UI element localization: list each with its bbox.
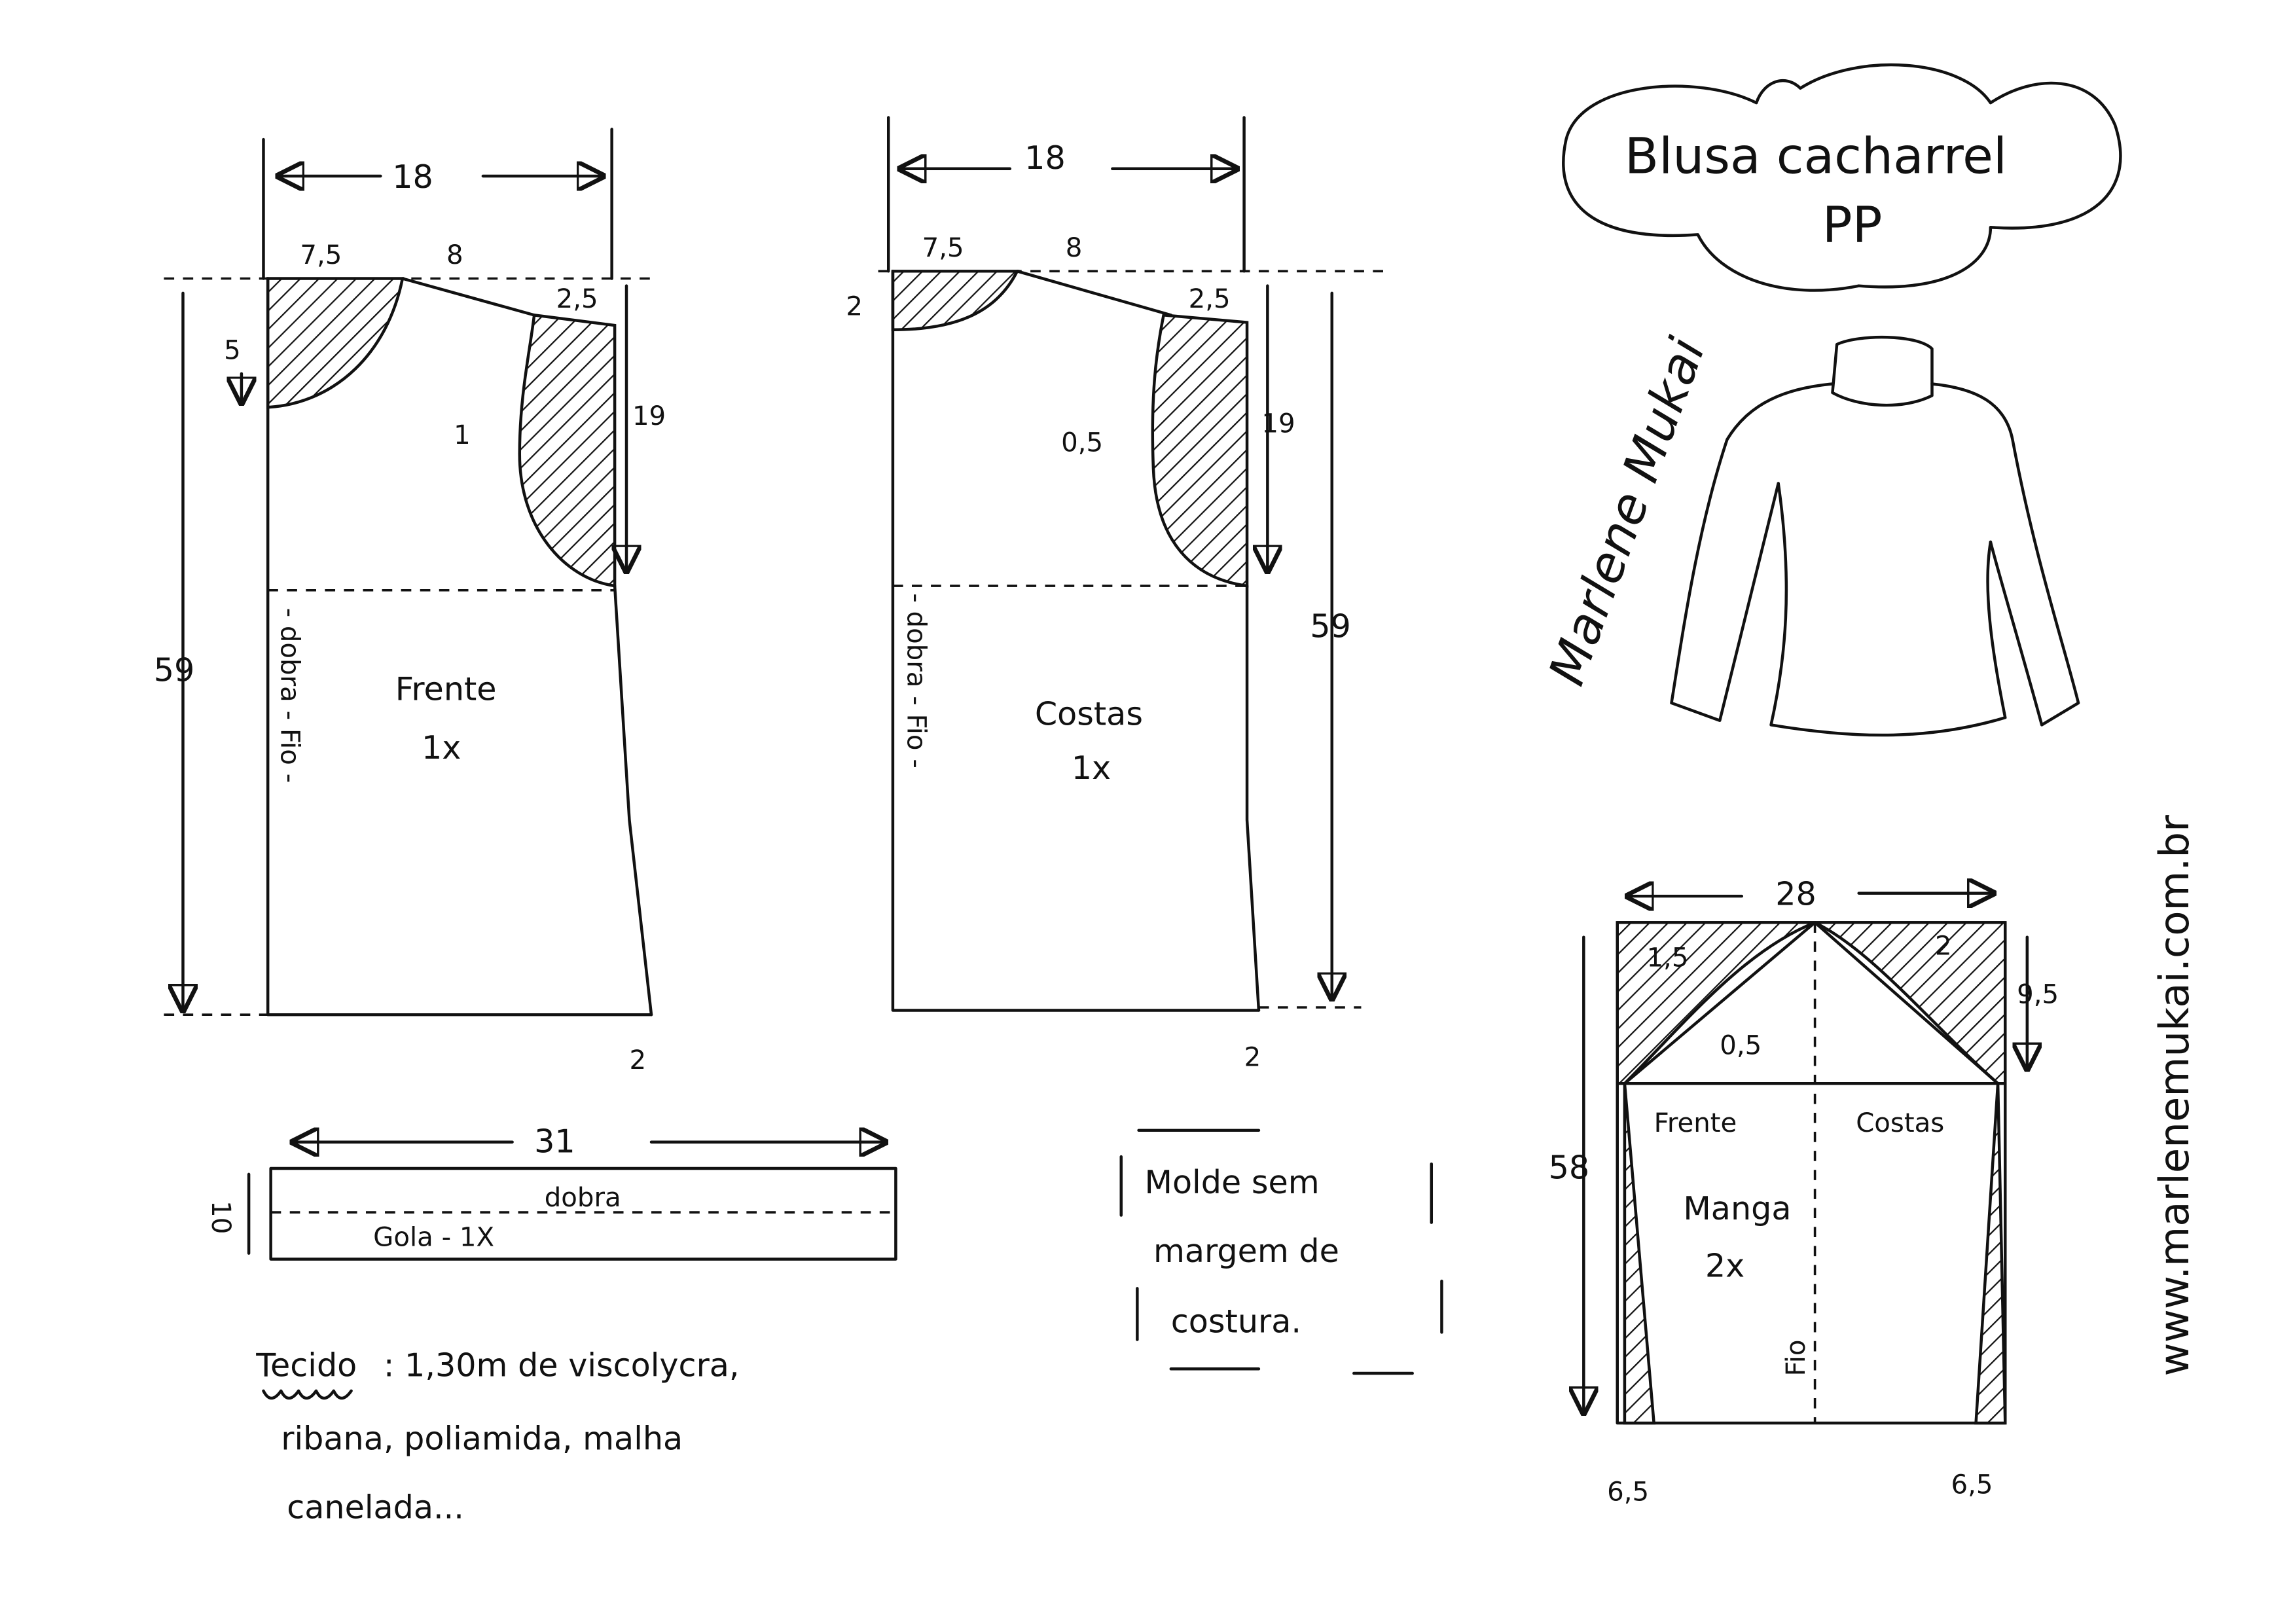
- sweater-illustration-icon: [1670, 335, 2080, 737]
- sleeve-label: Manga: [1683, 1189, 1791, 1227]
- front-neck-width: 7,5: [300, 240, 342, 270]
- front-shoulder-drop: 2,5: [556, 284, 598, 314]
- back-neck-width: 7,5: [922, 233, 964, 263]
- sleeve-front-curve-in: 0,5: [1720, 1031, 1762, 1061]
- back-neckline: [891, 270, 1020, 331]
- back-length: 59: [1310, 607, 1351, 645]
- back-hem-offset: 2: [1244, 1042, 1261, 1072]
- collar-height: 10: [206, 1200, 236, 1234]
- fabric-requirements: Tecido : 1,30m de viscolycra, ribana, po…: [255, 1346, 739, 1526]
- front-neckline: [266, 277, 405, 409]
- title-cloud: Blusa cacharrel PP: [1562, 63, 2122, 292]
- front-shoulder: 8: [446, 240, 463, 270]
- front-width-label: 18: [392, 158, 433, 196]
- front-armhole-depth: 19: [632, 401, 666, 431]
- back-armhole-depth: 19: [1261, 408, 1295, 439]
- back-fold-grain-label: - dobra - Fio -: [901, 593, 931, 768]
- sleeve-hem-left: 6,5: [1607, 1477, 1649, 1507]
- sleeve-cap-height: 9,5: [2017, 979, 2059, 1009]
- note-line-1: Molde sem: [1145, 1163, 1320, 1201]
- sleeve-grain-label: Fio: [1781, 1339, 1811, 1376]
- fabric-line-2: ribana, poliamida, malha: [281, 1419, 683, 1457]
- sleeve-width: 28: [1775, 875, 1816, 912]
- front-label: Frente: [395, 670, 497, 708]
- seam-allowance-note: Molde sem margem de costura.: [1119, 1128, 1443, 1375]
- sleeve-front-curve: 1,5: [1646, 943, 1688, 973]
- sleeve-taper-right: [1974, 1083, 2007, 1425]
- sleeve-length: 58: [1549, 1149, 1590, 1187]
- back-shoulder-drop: 2,5: [1189, 284, 1231, 314]
- back-width-label: 18: [1024, 139, 1066, 177]
- back-count: 1x: [1072, 749, 1111, 787]
- sleeve-back-curve: 2: [1935, 931, 1952, 962]
- collar-fold-label: dobra: [545, 1183, 621, 1213]
- note-line-2: margem de: [1153, 1232, 1339, 1270]
- front-pattern-piece: 18 7,5 8 2,5 5 1 19 59 2 - dobra - Fio -…: [154, 128, 666, 1075]
- title-line-2: PP: [1822, 196, 1883, 254]
- sleeve-back-label: Costas: [1856, 1108, 1944, 1138]
- front-fold-grain-label: - dobra - Fio -: [274, 608, 304, 784]
- back-armhole-curve: 0,5: [1061, 427, 1103, 458]
- note-line-3: costura.: [1171, 1302, 1301, 1340]
- back-pattern-piece: 18 7,5 8 2,5 2 0,5 19 59 2 - dobra - Fio…: [846, 116, 1391, 1072]
- front-armhole-curve: 1: [454, 420, 471, 450]
- sleeve-front-label: Frente: [1654, 1108, 1737, 1138]
- collar-label: Gola - 1X: [373, 1222, 494, 1252]
- back-label: Costas: [1035, 695, 1143, 732]
- back-shoulder: 8: [1066, 233, 1083, 263]
- title-line-1: Blusa cacharrel: [1625, 126, 2007, 185]
- fabric-line-1: : 1,30m de viscolycra,: [384, 1346, 740, 1384]
- back-neck-depth: 2: [846, 291, 863, 321]
- sleeve-count: 2x: [1705, 1246, 1744, 1284]
- front-hem-offset: 2: [629, 1045, 646, 1075]
- sleeve-taper-left: [1623, 1083, 1656, 1425]
- fabric-line-3: canelada...: [287, 1488, 464, 1526]
- back-armhole: [1151, 313, 1249, 588]
- collar-pattern-piece: 31 10 dobra Gola - 1X: [206, 1122, 897, 1261]
- front-length: 59: [154, 651, 195, 689]
- front-neck-depth: 5: [224, 335, 241, 365]
- signature: Marlene Mukai: [1537, 331, 1716, 693]
- front-count: 1x: [422, 729, 461, 767]
- sleeve-hem-right: 6,5: [1951, 1470, 1993, 1500]
- fabric-label: Tecido: [255, 1346, 357, 1384]
- website-url: www.marlenemukai.com.br: [2150, 815, 2198, 1377]
- sleeve-pattern-piece: 28 1,5 0,5 2 9,5 58 Frente Costas Manga …: [1549, 875, 2059, 1507]
- front-armhole: [518, 313, 617, 588]
- collar-width: 31: [534, 1122, 575, 1160]
